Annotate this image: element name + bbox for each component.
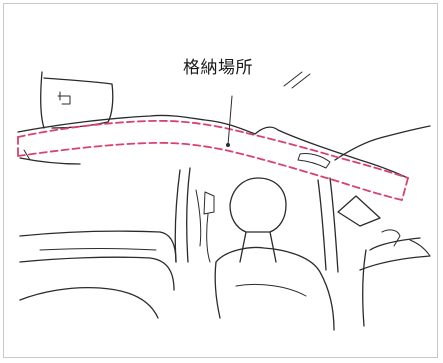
front-seat	[214, 177, 335, 331]
roof-headliner	[17, 114, 431, 179]
grab-handle	[297, 153, 331, 169]
front-door-panel	[19, 230, 177, 319]
storage-location-label: 格納場所	[183, 58, 253, 78]
slash-lines-icon	[283, 71, 311, 89]
center-pillar	[174, 167, 215, 263]
rear-quarter-window	[317, 177, 381, 273]
leader-line	[226, 95, 233, 147]
figure-frame	[3, 3, 438, 358]
rear-seat	[359, 229, 431, 327]
rear-view-mirror	[40, 71, 114, 129]
storage-location-highlight	[17, 119, 409, 201]
